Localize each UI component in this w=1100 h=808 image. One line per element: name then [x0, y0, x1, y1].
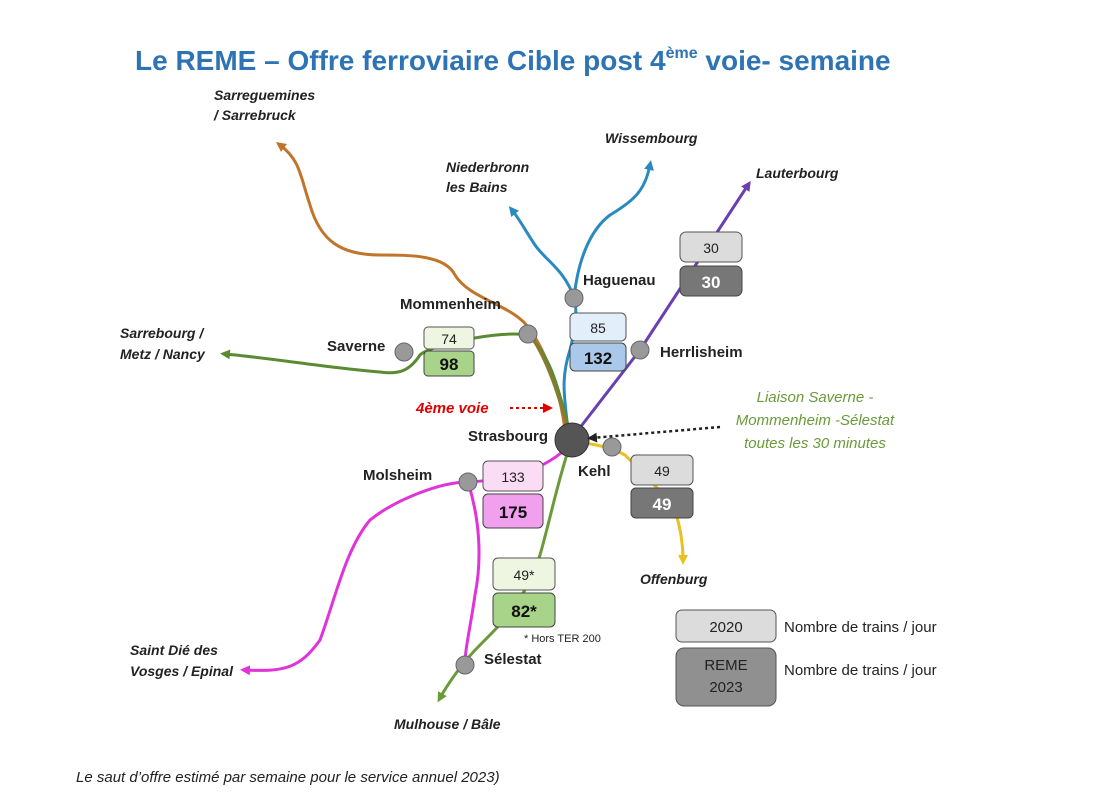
line-molsheim-selestat [463, 480, 481, 667]
station-haguenau-label: Haguenau [583, 272, 656, 289]
count-reme-kehl: 49 [653, 495, 672, 514]
count-2020-kehl: 49 [654, 463, 670, 479]
count-reme-selestat: 82* [511, 602, 537, 621]
count-reme-selestat-box [492, 592, 556, 628]
count-2020-molsheim-box [482, 460, 544, 492]
station-haguenau-marker [564, 288, 584, 308]
note-4eme-voie: 4ème voie [415, 400, 489, 417]
station-strasbourg-label: Strasbourg [468, 428, 548, 445]
legend-reme-desc: Nombre de trains / jour [784, 662, 937, 679]
dest-lauterbourg-label: Lauterbourg [756, 165, 839, 181]
count-2020-saverne-box [423, 326, 475, 350]
count-box-selestat: 49* 82* [492, 557, 556, 628]
station-selestat-label: Sélestat [484, 651, 542, 668]
line-sarreguemines [276, 141, 567, 432]
station-mommenheim-label: Mommenheim [400, 296, 501, 313]
count-2020-kehl-box [630, 454, 694, 486]
count-2020-selestat: 49* [513, 567, 535, 583]
station-selestat-marker [455, 655, 475, 675]
count-2020-molsheim: 133 [501, 469, 525, 485]
count-reme-molsheim-box [482, 493, 544, 529]
station-kehl-label: Kehl [578, 463, 611, 480]
footnote-hors-ter: * Hors TER 200 [524, 633, 601, 645]
diagram-title: Le REME – Offre ferroviaire Cible post 4… [135, 45, 891, 76]
count-reme-saverne: 98 [440, 355, 459, 374]
dest-mulhouse-label: Mulhouse / Bâle [394, 716, 501, 732]
count-2020-haguenau: 85 [590, 320, 606, 336]
count-reme-haguenau: 132 [584, 349, 612, 368]
line-niederbronn [508, 206, 576, 300]
count-2020-lauterbourg-box [679, 231, 743, 263]
station-molsheim-marker [458, 472, 478, 492]
footer-note: Le saut d’offre estimé par semaine pour … [76, 769, 500, 786]
dest-wissembourg-label: Wissembourg [605, 130, 698, 146]
legend-reme-box [675, 647, 777, 707]
count-2020-selestat-box [492, 557, 556, 591]
station-herrlisheim-label: Herrlisheim [660, 344, 743, 361]
count-2020-haguenau-box [569, 312, 627, 342]
legend-2020-box [675, 609, 777, 643]
count-box-saverne: 74 98 [423, 326, 475, 377]
count-box-kehl: 49 49 [630, 454, 694, 519]
line-wissembourg [572, 160, 654, 300]
station-molsheim-label: Molsheim [363, 467, 432, 484]
count-reme-lauterbourg: 30 [702, 273, 721, 292]
count-2020-lauterbourg: 30 [703, 240, 719, 256]
dest-sarrebourg-label: Sarrebourg /Metz / Nancy [120, 325, 206, 362]
legend-2020-desc: Nombre de trains / jour [784, 619, 937, 636]
line-4eme-voie-section [528, 333, 570, 432]
count-box-haguenau: 85 132 [569, 312, 627, 372]
count-box-lauterbourg: 30 30 [679, 231, 743, 297]
legend-2020-label: 2020 [709, 619, 742, 636]
station-mommenheim-marker [518, 324, 538, 344]
count-reme-lauterbourg-box [679, 265, 743, 297]
line-saverne [220, 332, 572, 434]
station-saverne-marker [394, 342, 414, 362]
count-reme-haguenau-box [569, 342, 627, 372]
arrow-liaison [587, 425, 721, 443]
count-box-molsheim: 133 175 [482, 460, 544, 529]
count-reme-saverne-box [423, 350, 475, 377]
station-herrlisheim-marker [630, 340, 650, 360]
station-strasbourg-marker [554, 422, 590, 458]
dest-sarreguemines-label: Sarreguemines/ Sarrebruck [213, 87, 315, 123]
count-reme-kehl-box [630, 487, 694, 519]
line-lauterbourg [570, 180, 751, 440]
station-kehl-marker [602, 437, 622, 457]
dest-offenburg-label: Offenburg [640, 571, 708, 587]
count-reme-molsheim: 175 [499, 503, 527, 522]
count-2020-saverne: 74 [441, 331, 457, 347]
station-saverne-label: Saverne [327, 338, 385, 355]
